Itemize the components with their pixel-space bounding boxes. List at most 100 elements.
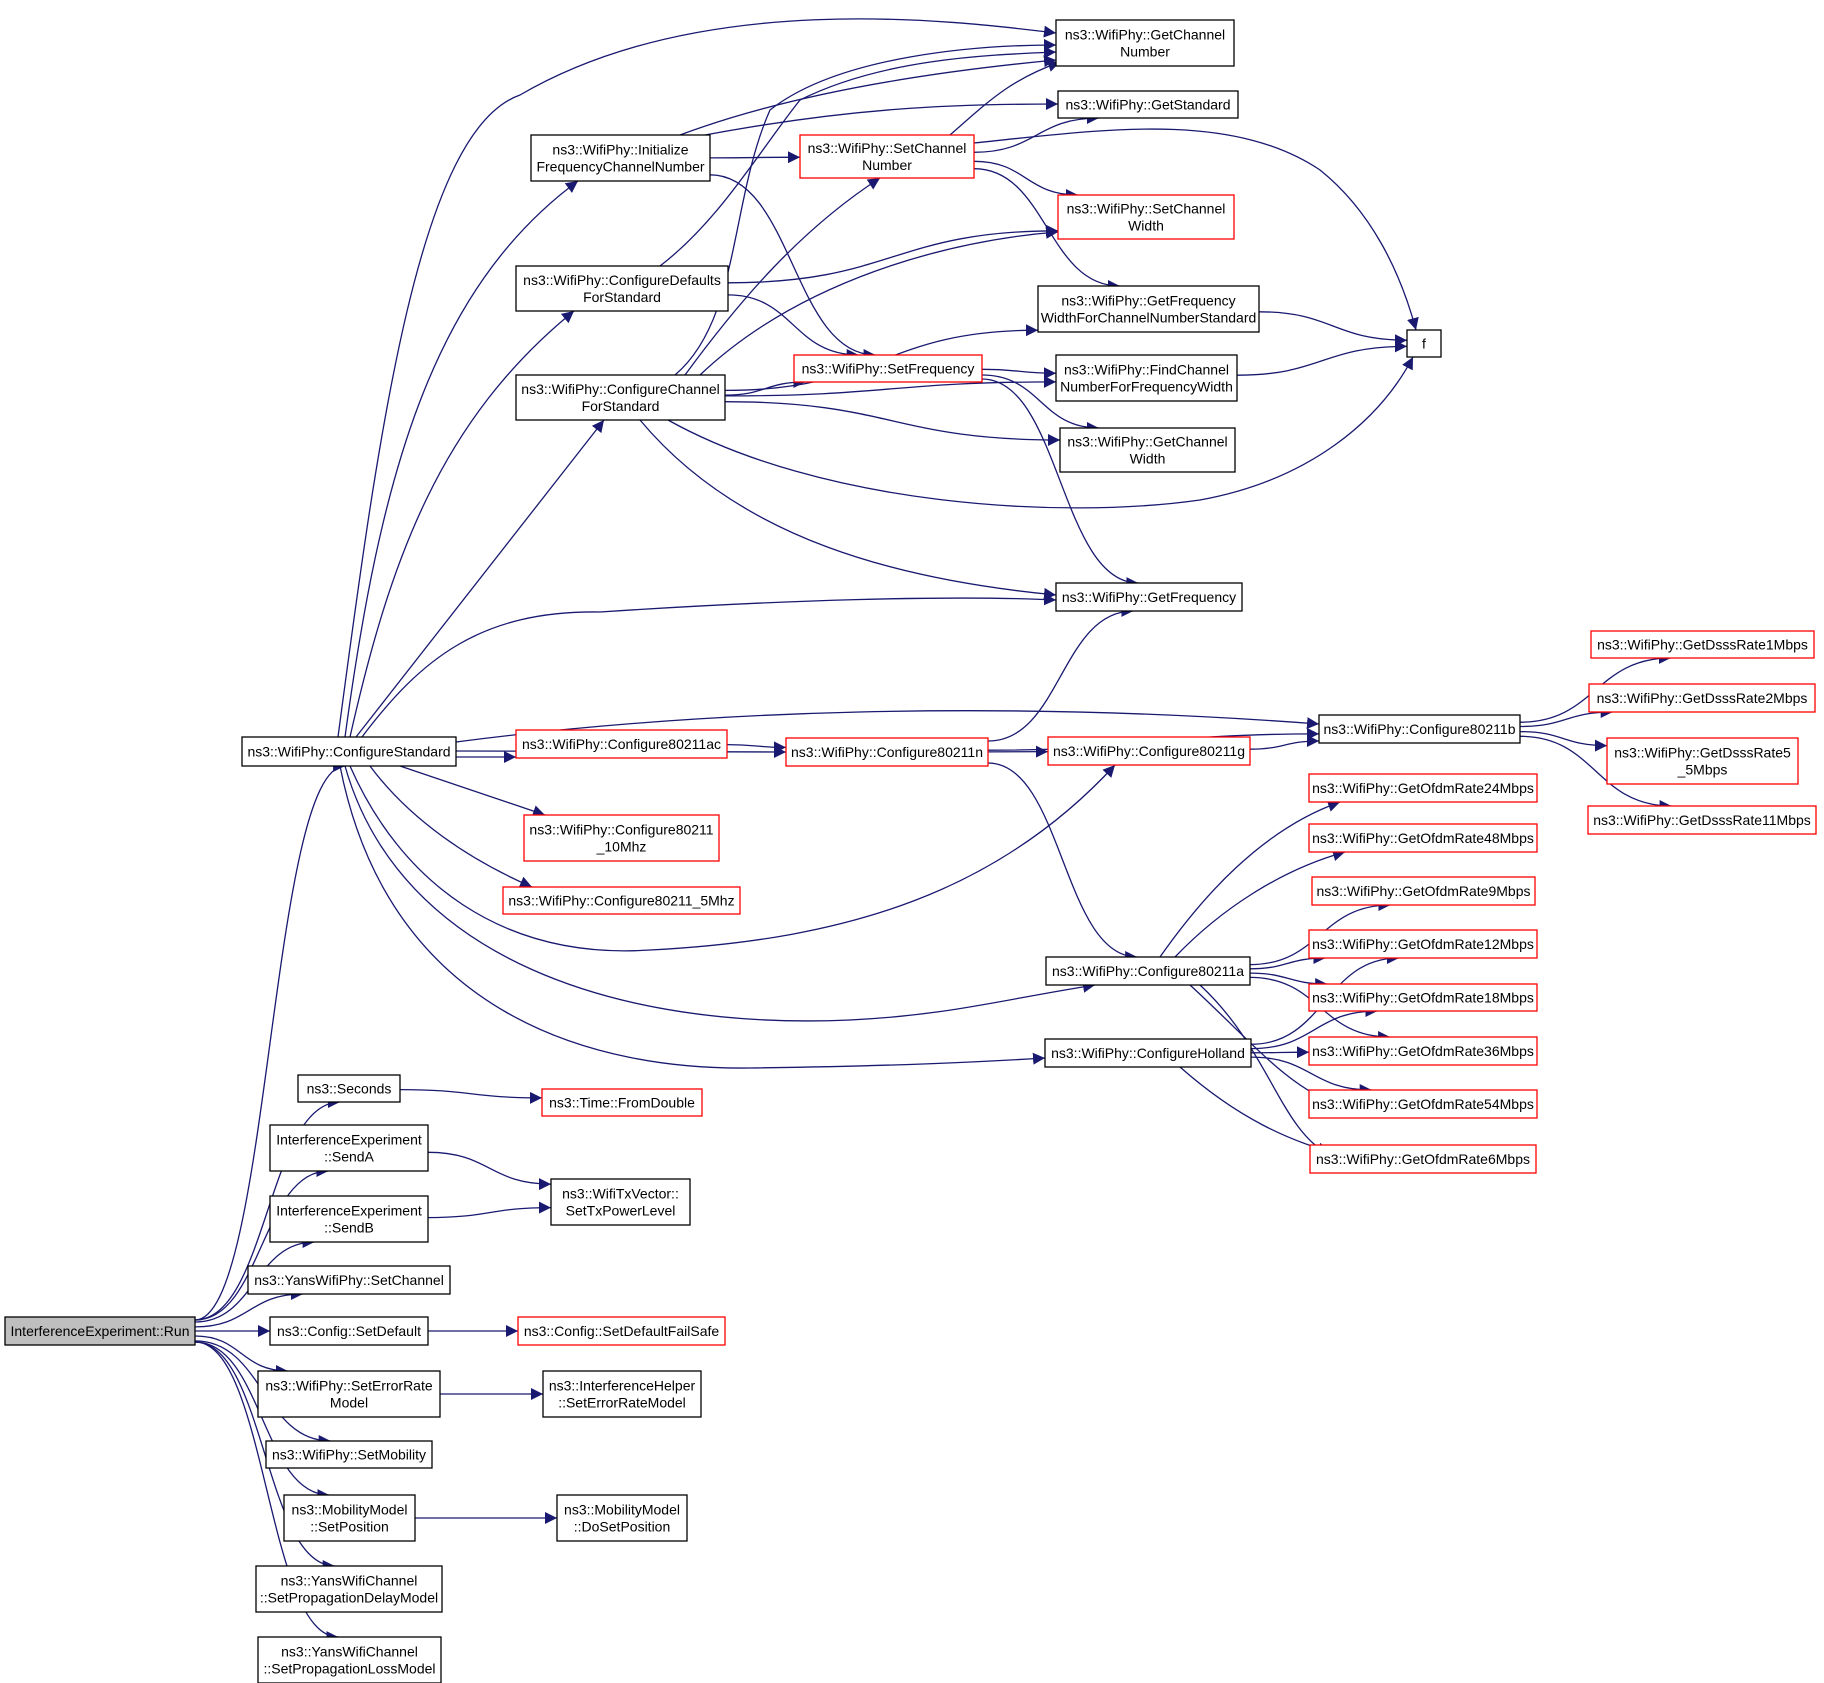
node-cfgsetdef[interactable]: ns3::Config::SetDefault [269, 1316, 429, 1346]
edge-setchnum-to-setchwidth [973, 160, 1079, 201]
node-ywcloss[interactable]: ns3::YansWifiChannel::SetPropagationLoss… [257, 1636, 442, 1683]
edge-c80211b-to-dsss11 [1519, 735, 1672, 812]
node-ofdm54[interactable]: ns3::WifiPhy::GetOfdmRate54Mbps [1308, 1089, 1538, 1119]
node-seconds[interactable]: ns3::Seconds [297, 1074, 401, 1103]
node-label-line: FrequencyChannelNumber [536, 159, 704, 175]
node-c80211a[interactable]: ns3::WifiPhy::Configure80211a [1045, 956, 1251, 986]
node-cfgchannel[interactable]: ns3::WifiPhy::ConfigureChannelForStandar… [515, 374, 726, 421]
node-label-line: ns3::WifiPhy::ConfigureDefaults [523, 272, 721, 288]
node-f[interactable]: f [1406, 329, 1442, 358]
node-label-line: Width [1130, 451, 1166, 467]
edge-c80211b-to-dsss55 [1519, 730, 1608, 752]
node-box [1308, 929, 1538, 959]
node-label-line: ns3::WifiPhy::SetMobility [272, 1447, 426, 1463]
edge-findch-to-f [1236, 340, 1408, 376]
node-box [550, 1178, 691, 1226]
node-findch[interactable]: ns3::WifiPhy::FindChannelNumberForFreque… [1055, 354, 1238, 402]
edge-cfgstd-to-initfreq [344, 180, 579, 738]
node-ofdm48[interactable]: ns3::WifiPhy::GetOfdmRate48Mbps [1308, 823, 1538, 853]
edge-cfgchannel-to-getchwidth [724, 401, 1061, 446]
node-getfreqwidth[interactable]: ns3::WifiPhy::GetFrequencyWidthForChanne… [1037, 285, 1260, 333]
node-ihseterm[interactable]: ns3::InterferenceHelper::SetErrorRateMod… [542, 1370, 702, 1418]
node-c80211n[interactable]: ns3::WifiPhy::Configure80211n [785, 737, 989, 767]
edge-setchnum-to-f [973, 128, 1419, 331]
node-dsss1[interactable]: ns3::WifiPhy::GetDsssRate1Mbps [1590, 630, 1815, 659]
node-ofdm36[interactable]: ns3::WifiPhy::GetOfdmRate36Mbps [1308, 1036, 1538, 1066]
node-ofdm12[interactable]: ns3::WifiPhy::GetOfdmRate12Mbps [1308, 929, 1538, 959]
node-layer: InterferenceExperiment::Runns3::WifiPhy:… [4, 19, 1817, 1683]
node-ofdm9[interactable]: ns3::WifiPhy::GetOfdmRate9Mbps [1311, 876, 1536, 906]
node-box [541, 1088, 703, 1117]
node-box [1406, 329, 1442, 358]
node-box [1606, 737, 1799, 785]
edge-run-to-ywcdelay [194, 1341, 335, 1572]
node-yanssetch[interactable]: ns3::YansWifiPhy::SetChannel [247, 1265, 451, 1295]
node-c10mhz[interactable]: ns3::WifiPhy::Configure80211_10Mhz [523, 814, 720, 862]
node-c5mhz[interactable]: ns3::WifiPhy::Configure80211_5Mhz [502, 886, 741, 915]
edge-cfgstd-to-getchnum [337, 18, 1057, 738]
node-box [257, 1370, 441, 1418]
node-dsss2[interactable]: ns3::WifiPhy::GetDsssRate2Mbps [1588, 683, 1816, 713]
node-c80211g[interactable]: ns3::WifiPhy::Configure80211g [1047, 736, 1251, 766]
edge-cfgchannel-to-setchnum [684, 177, 881, 376]
node-label-line: f [1422, 336, 1426, 352]
node-mmsetpos[interactable]: ns3::MobilityModel::SetPosition [283, 1494, 416, 1542]
edge-cfgstd-to-c80211a [344, 765, 1096, 1022]
node-mmdosetpos[interactable]: ns3::MobilityModel::DoSetPosition [556, 1494, 688, 1542]
node-label-line: ForStandard [582, 398, 660, 414]
node-settxpower[interactable]: ns3::WifiTxVector::SetTxPowerLevel [550, 1178, 691, 1226]
node-label-line: ns3::YansWifiChannel [281, 1573, 418, 1589]
node-box [502, 886, 741, 915]
edge-cfgstd-to-cfgchannel [355, 419, 605, 738]
node-label-line: ns3::WifiPhy::GetOfdmRate18Mbps [1312, 990, 1534, 1006]
node-c80211ac[interactable]: ns3::WifiPhy::Configure80211ac [515, 729, 728, 759]
node-c80211b[interactable]: ns3::WifiPhy::Configure80211b [1318, 714, 1521, 744]
node-label-line: ns3::WifiPhy::GetOfdmRate48Mbps [1312, 830, 1534, 846]
node-cfgsetdeffs[interactable]: ns3::Config::SetDefaultFailSafe [517, 1316, 726, 1346]
edge-run-to-seterm [194, 1335, 288, 1377]
node-label-line: ForStandard [583, 289, 661, 305]
node-box [269, 1124, 429, 1172]
node-label-line: ::SetPropagationDelayModel [260, 1590, 438, 1606]
node-ofdm18[interactable]: ns3::WifiPhy::GetOfdmRate18Mbps [1308, 983, 1538, 1012]
node-label-line: Width [1128, 218, 1164, 234]
node-seterm[interactable]: ns3::WifiPhy::SetErrorRateModel [257, 1370, 441, 1418]
node-label-line: InterferenceExperiment [276, 1132, 422, 1148]
node-label-line: _10Mhz [596, 839, 647, 855]
node-setmob[interactable]: ns3::WifiPhy::SetMobility [265, 1440, 433, 1469]
node-label-line: ns3::WifiPhy::ConfigureStandard [247, 744, 450, 760]
node-label-line: ns3::WifiPhy::GetOfdmRate36Mbps [1312, 1043, 1534, 1059]
node-label-line: ns3::WifiPhy::Configure80211_5Mhz [508, 893, 734, 909]
node-ofdm6[interactable]: ns3::WifiPhy::GetOfdmRate6Mbps [1309, 1144, 1537, 1174]
node-ywcdelay[interactable]: ns3::YansWifiChannel::SetPropagationDela… [255, 1565, 443, 1613]
node-run[interactable]: InterferenceExperiment::Run [4, 1316, 196, 1346]
node-box [1308, 983, 1538, 1012]
node-getfreq[interactable]: ns3::WifiPhy::GetFrequency [1055, 582, 1243, 612]
node-box [1308, 1089, 1538, 1119]
node-getstd[interactable]: ns3::WifiPhy::GetStandard [1057, 90, 1239, 119]
node-ofdm24[interactable]: ns3::WifiPhy::GetOfdmRate24Mbps [1308, 773, 1538, 803]
node-cfgstd[interactable]: ns3::WifiPhy::ConfigureStandard [241, 736, 457, 767]
node-initfreq[interactable]: ns3::WifiPhy::InitializeFrequencyChannel… [530, 134, 711, 182]
node-dsss55[interactable]: ns3::WifiPhy::GetDsssRate5_5Mbps [1606, 737, 1799, 785]
node-senda[interactable]: InterferenceExperiment::SendA [269, 1124, 429, 1172]
edge-holland-to-ofdm6 [1179, 1066, 1331, 1155]
edge-c80211b-to-dsss2 [1519, 706, 1613, 728]
node-label-line: ns3::WifiPhy::GetOfdmRate6Mbps [1316, 1151, 1530, 1167]
node-setfreq[interactable]: ns3::WifiPhy::SetFrequency [793, 354, 983, 383]
node-box [1588, 683, 1816, 713]
node-box [1587, 805, 1817, 835]
node-label-line: ns3::WifiPhy::SetChannel [1067, 201, 1226, 217]
node-fromdouble[interactable]: ns3::Time::FromDouble [541, 1088, 703, 1117]
node-box [515, 374, 726, 421]
node-holland[interactable]: ns3::WifiPhy::ConfigureHolland [1044, 1038, 1252, 1068]
node-label-line: ns3::WifiTxVector:: [562, 1186, 679, 1202]
edge-initfreq-to-getstd [704, 98, 1059, 136]
node-dsss11[interactable]: ns3::WifiPhy::GetDsssRate11Mbps [1587, 805, 1817, 835]
node-cfgdefaults[interactable]: ns3::WifiPhy::ConfigureDefaultsForStanda… [515, 265, 729, 312]
node-sendb[interactable]: InterferenceExperiment::SendB [269, 1195, 429, 1243]
